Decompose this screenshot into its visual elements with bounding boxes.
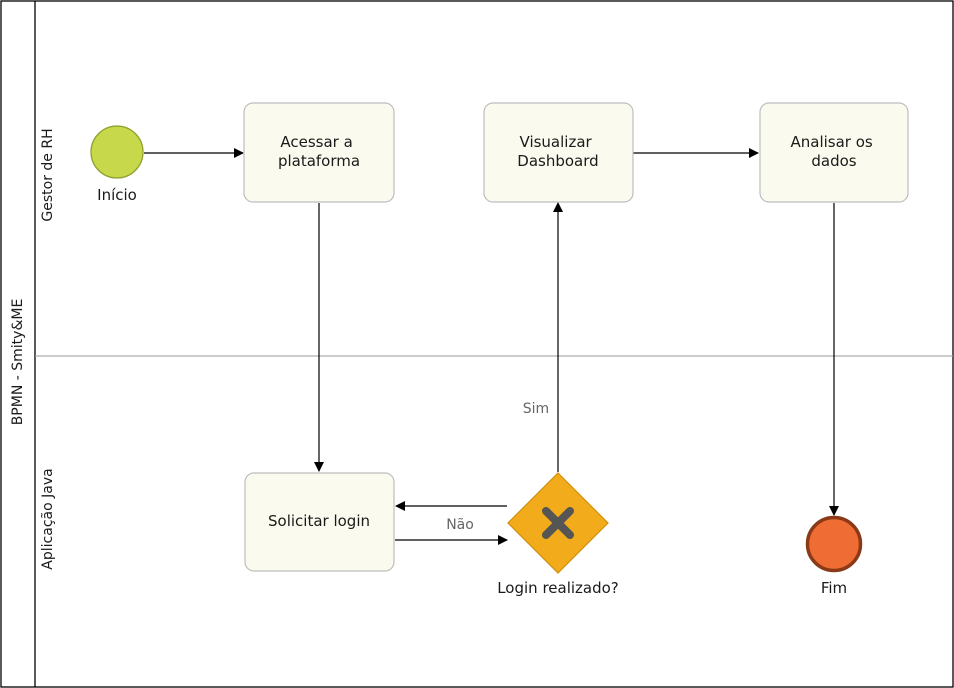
task-visualizar-line-2: Dashboard (517, 152, 598, 170)
start-event[interactable] (90, 125, 144, 179)
gateway-x-icon (542, 507, 574, 539)
lane-label-gestor: Gestor de RH (40, 128, 56, 221)
task-solicitar-login[interactable]: Solicitar login (244, 472, 395, 572)
gateway-label: Login realizado? (497, 579, 619, 597)
task-analisar-dados[interactable]: Analisar os dados (759, 102, 909, 203)
end-event[interactable] (805, 515, 863, 573)
svg-text:Analisar os dados: Analisar os dados (790, 133, 877, 170)
task-visualizar-line-1: Visualizar (520, 133, 593, 151)
task-acessar-line-2: plataforma (278, 152, 360, 170)
pool-title: BPMN - Smity&ME (10, 299, 26, 426)
edge-label-nao: Não (446, 517, 474, 533)
svg-text:Acessar a plataforma: Acessar a plataforma (278, 133, 360, 170)
task-solicitar-label: Solicitar login (268, 512, 370, 530)
task-analisar-line-2: dados (811, 152, 856, 170)
task-acessar-plataforma[interactable]: Acessar a plataforma (243, 102, 395, 203)
lane-label-aplicacao: Aplicação Java (40, 468, 56, 569)
start-event-label: Início (97, 186, 137, 204)
end-event-label: Fim (821, 579, 847, 597)
edge-label-sim: Sim (523, 401, 549, 417)
task-acessar-line-1: Acessar a (280, 133, 352, 151)
task-analisar-line-1: Analisar os (790, 133, 872, 151)
task-visualizar-dashboard[interactable]: Visualizar Dashboard (483, 102, 634, 203)
svg-text:Visualizar Dashboard: Visualizar Dashboard (517, 133, 598, 170)
exclusive-gateway[interactable] (507, 472, 609, 574)
